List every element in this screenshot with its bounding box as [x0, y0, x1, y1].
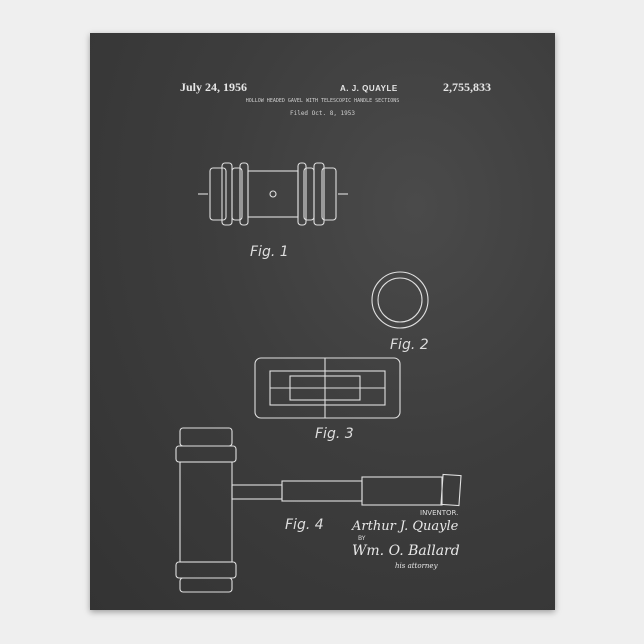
attorney-label: his attorney: [395, 563, 438, 571]
fig1-label: Fig. 1: [250, 245, 289, 260]
inventor-label: INVENTOR.: [420, 510, 458, 518]
by-label: BY: [358, 536, 365, 543]
patent-poster: July 24, 1956 A. J. QUAYLE 2,755,833 HOL…: [90, 33, 555, 610]
attorney-signature: Wm. O. Ballard: [352, 544, 460, 559]
fig2-label: Fig. 2: [390, 338, 429, 353]
inventor-name: Arthur J. Quayle: [352, 520, 458, 534]
fig3-section: [255, 358, 400, 418]
fig2-ring: [372, 272, 428, 328]
fig4-label: Fig. 4: [285, 518, 324, 533]
fig3-label: Fig. 3: [315, 427, 354, 442]
fig1-gavel-head: [198, 163, 348, 225]
